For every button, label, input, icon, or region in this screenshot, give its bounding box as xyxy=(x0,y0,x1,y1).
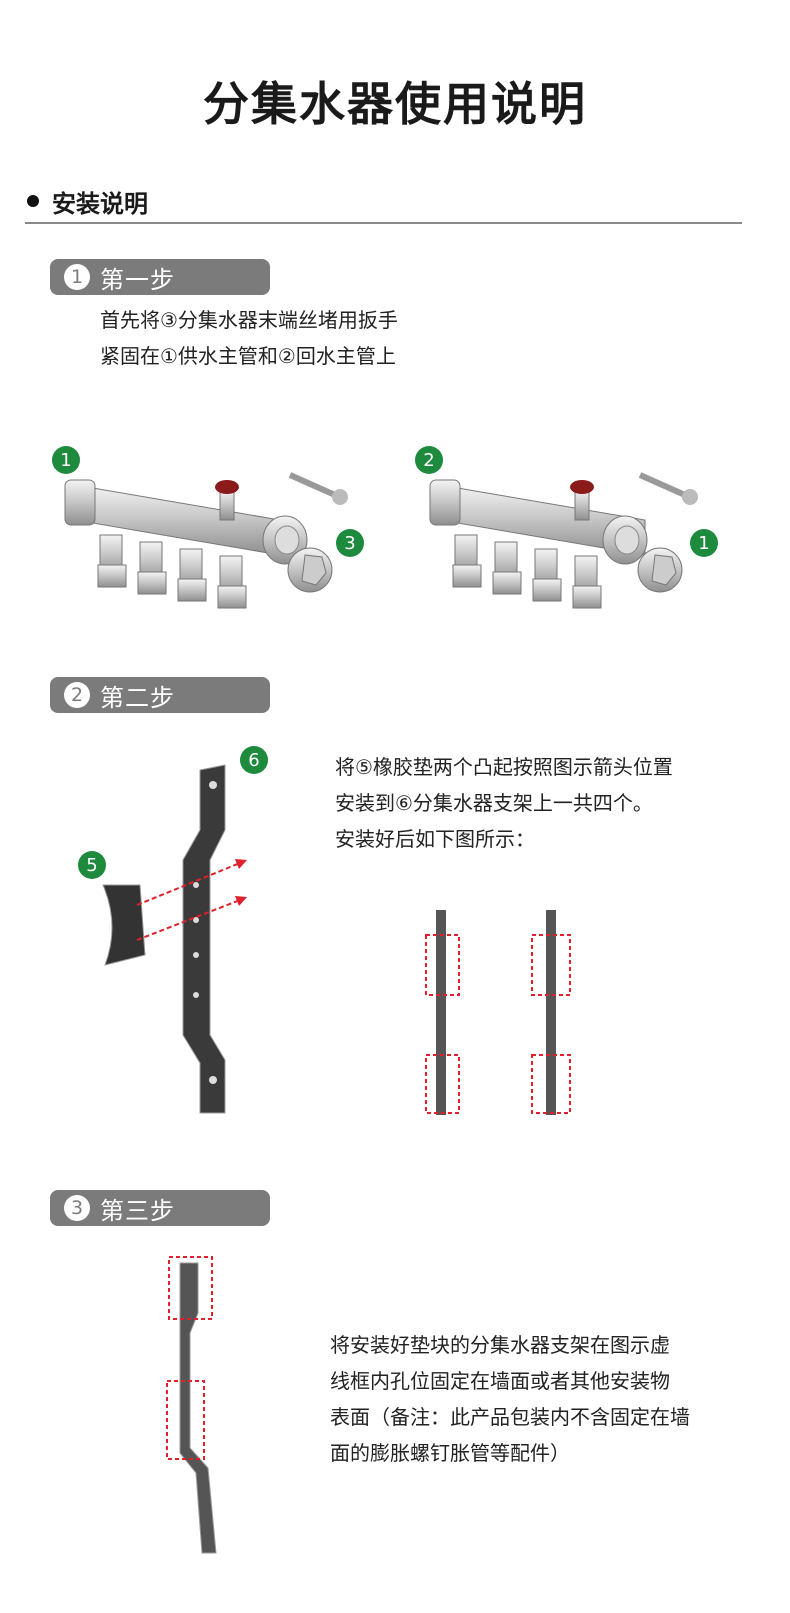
step-2-text: 将⑤橡胶垫两个凸起按照图示箭头位置 安装到⑥分集水器支架上一共四个。 安装好后如… xyxy=(335,749,673,857)
step-3-header: 3 第三步 xyxy=(50,1190,270,1226)
wrench-icon xyxy=(288,472,348,505)
text-line: 紧固在①供水主管和②回水主管上 xyxy=(100,344,396,368)
text-line: 将安装好垫块的分集水器支架在图示虚 xyxy=(330,1333,670,1357)
text-line: 面的膨胀螺钉胀管等配件） xyxy=(330,1441,570,1465)
manifold-icon xyxy=(64,479,308,609)
bracket-icon xyxy=(425,910,460,1115)
arrow-icon xyxy=(136,859,247,941)
badge: 5 xyxy=(78,851,106,879)
bracket-icon xyxy=(531,910,571,1115)
text-line: 安装到⑥分集水器支架上一共四个。 xyxy=(335,791,653,815)
manifold-figure-1 xyxy=(64,472,348,609)
badge: 2 xyxy=(415,446,443,474)
step-3-text: 将安装好垫块的分集水器支架在图示虚 线框内孔位固定在墙面或者其他安装物 表面（备… xyxy=(330,1327,690,1471)
bracket-with-pad-figure xyxy=(102,764,247,1114)
step-label: 第二步 xyxy=(100,683,175,712)
end-plug-icon xyxy=(637,547,683,593)
section-heading: 安装说明 xyxy=(52,190,148,218)
text-line: 首先将③分集水器末端丝堵用扳手 xyxy=(100,308,398,332)
step-label: 第三步 xyxy=(100,1196,175,1225)
text-line: 将⑤橡胶垫两个凸起按照图示箭头位置 xyxy=(335,755,673,779)
divider xyxy=(25,222,742,224)
badge: 1 xyxy=(690,529,718,557)
badge: 1 xyxy=(52,446,80,474)
text-line: 表面（备注：此产品包装内不含固定在墙 xyxy=(330,1405,690,1429)
badge: 3 xyxy=(336,529,364,557)
bullet-icon xyxy=(27,195,39,207)
wrench-icon xyxy=(638,472,698,505)
manifold-icon xyxy=(429,479,648,609)
badge: 6 xyxy=(240,746,268,774)
end-plug-icon xyxy=(287,547,333,593)
rubber-pad-icon xyxy=(102,884,146,966)
step-1-header: 1 第一步 xyxy=(50,259,270,295)
manifold-figure-2 xyxy=(429,472,698,609)
wall-mount-bracket-figure xyxy=(166,1256,217,1554)
text-line: 线框内孔位固定在墙面或者其他安装物 xyxy=(330,1369,670,1393)
step-2-header: 2 第二步 xyxy=(50,677,270,713)
bracket-icon xyxy=(166,1256,217,1554)
step-number: 3 xyxy=(64,1195,90,1221)
assembled-brackets-figure xyxy=(425,910,571,1115)
step-number: 2 xyxy=(64,682,90,708)
text-line: 安装好后如下图所示： xyxy=(335,827,535,851)
step-1-text: 首先将③分集水器末端丝堵用扳手 紧固在①供水主管和②回水主管上 xyxy=(100,302,398,374)
step-label: 第一步 xyxy=(100,265,175,294)
bracket-icon xyxy=(182,764,226,1114)
step-number: 1 xyxy=(64,264,90,290)
page-title: 分集水器使用说明 xyxy=(203,77,587,131)
